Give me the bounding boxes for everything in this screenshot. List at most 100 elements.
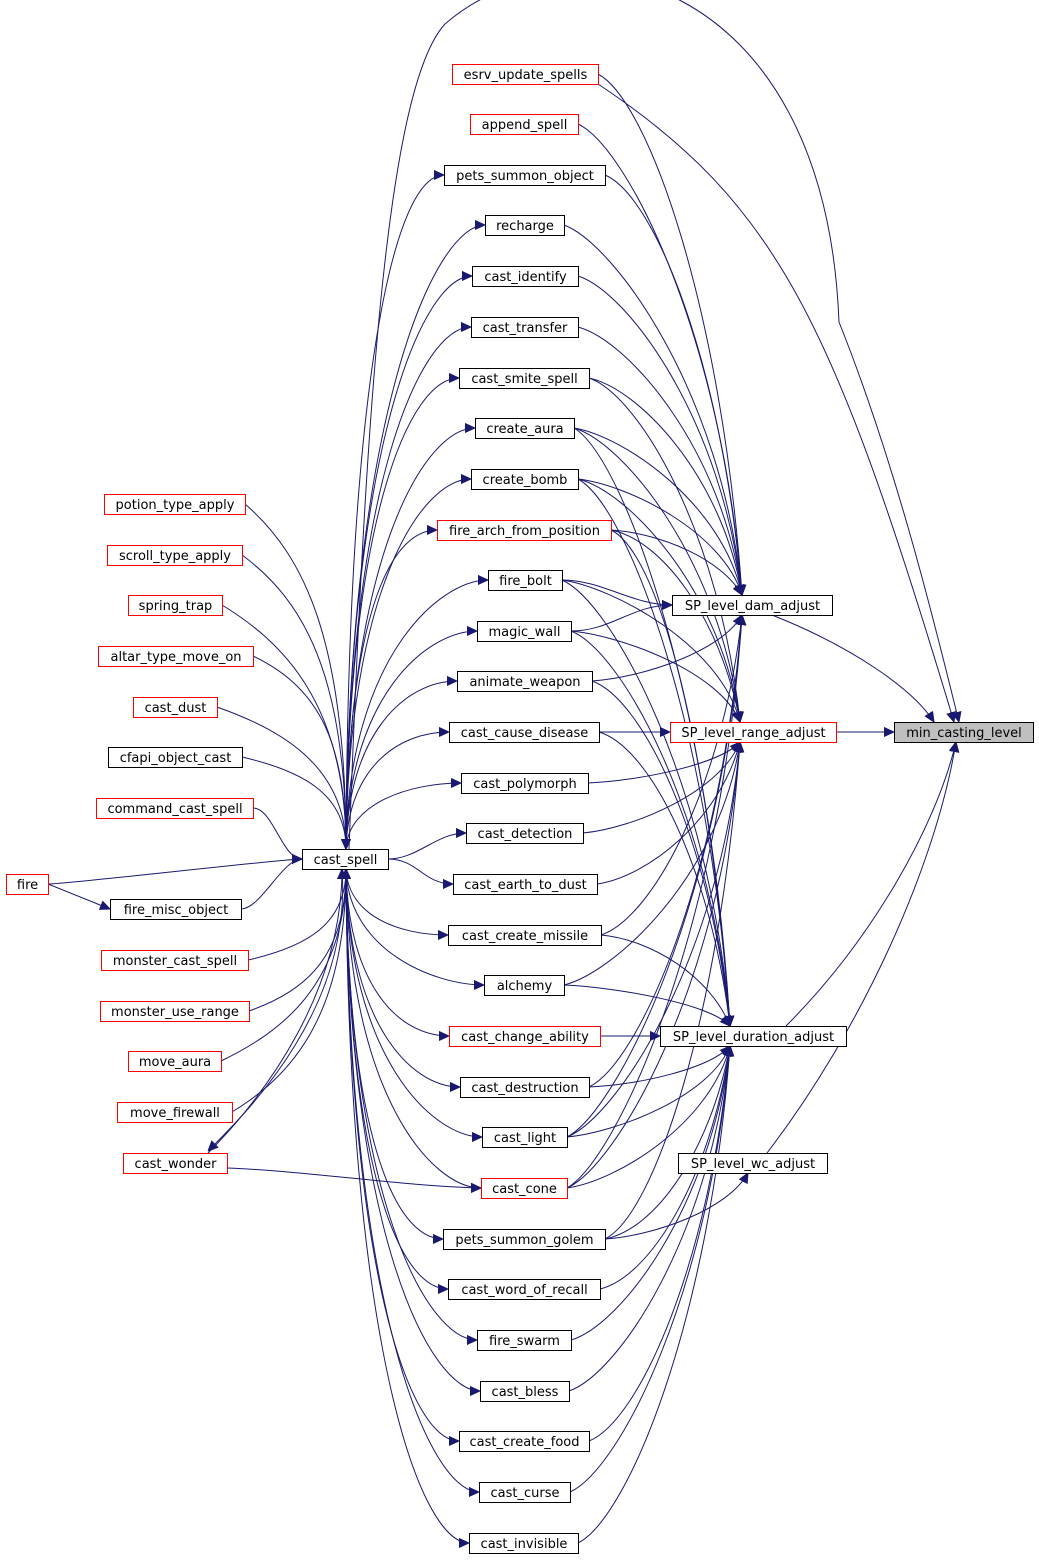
node-altar-type-move-on[interactable]: altar_type_move_on: [98, 646, 254, 667]
node-box: [479, 1482, 571, 1503]
node-cast-change-ability[interactable]: cast_change_ability: [449, 1026, 601, 1047]
edge-cast_spell-to-cast_wonder: [208, 868, 344, 1151]
node-move-aura[interactable]: move_aura: [128, 1051, 222, 1072]
node-create-bomb[interactable]: create_bomb: [471, 469, 579, 490]
edge-cast_dust-to-cast_spell: [216, 706, 346, 849]
node-box: [460, 1077, 590, 1098]
node-sp-level-dam-adjust[interactable]: SP_level_dam_adjust: [672, 595, 833, 616]
edge-fire-to-fire_misc_object: [47, 883, 110, 909]
edge-cast_identify-to-SP_level_dam_adjust: [577, 275, 742, 595]
node-box: [472, 266, 579, 287]
edge-cast_spell-to-cast_transfer: [345, 327, 471, 850]
node-sp-level-wc-adjust[interactable]: SP_level_wc_adjust: [678, 1153, 828, 1174]
node-box: [459, 1431, 590, 1452]
node-cast-word-of-recall[interactable]: cast_word_of_recall: [448, 1279, 601, 1300]
edge-cast_earth_to_dust-to-SP_level_range_adjust: [596, 742, 740, 885]
node-cast-curse[interactable]: cast_curse: [479, 1482, 571, 1503]
node-cast-destruction[interactable]: cast_destruction: [460, 1077, 590, 1098]
node-cast-polymorph[interactable]: cast_polymorph: [461, 773, 589, 794]
node-cast-invisible[interactable]: cast_invisible: [469, 1533, 579, 1554]
edge-cast_spell-to-cast_light: [345, 868, 482, 1137]
edge-pets_summon_golem-to-SP_level_range_adjust: [604, 742, 740, 1240]
node-label: scroll_type_apply: [119, 549, 231, 564]
node-cast-create-food[interactable]: cast_create_food: [459, 1431, 590, 1452]
node-label: cast_wonder: [135, 1157, 218, 1172]
node-label: altar_type_move_on: [110, 650, 241, 665]
node-box: [660, 1026, 847, 1047]
node-cast-cause-disease[interactable]: cast_cause_disease: [449, 722, 600, 743]
node-label: SP_level_duration_adjust: [673, 1030, 834, 1045]
node-box: [110, 899, 242, 920]
edge-cast_cause_disease-to-SP_level_duration_adjust: [598, 731, 730, 1026]
edge-cast_spell-to-cast_destruction: [345, 868, 460, 1087]
edge-create_bomb-to-SP_level_duration_adjust: [577, 478, 730, 1026]
node-label: create_aura: [486, 422, 563, 437]
node-cast-identify[interactable]: cast_identify: [472, 266, 579, 287]
node-sp-level-duration-adjust[interactable]: SP_level_duration_adjust: [660, 1026, 847, 1047]
node-esrv-update-spells[interactable]: esrv_update_spells: [452, 64, 599, 85]
node-fire-misc-object[interactable]: fire_misc_object: [110, 899, 242, 920]
node-cast-smite-spell[interactable]: cast_smite_spell: [459, 368, 590, 389]
node-fire[interactable]: fire: [6, 874, 49, 895]
edges-layer: [47, 0, 959, 1543]
node-cast-cone[interactable]: cast_cone: [481, 1178, 568, 1199]
node-cast-transfer[interactable]: cast_transfer: [471, 317, 579, 338]
edge-cast_light-to-SP_level_duration_adjust: [566, 1046, 730, 1138]
node-monster-use-range[interactable]: monster_use_range: [100, 1001, 250, 1022]
node-scroll-type-apply[interactable]: scroll_type_apply: [107, 545, 243, 566]
node-sp-level-range-adjust[interactable]: SP_level_range_adjust: [670, 722, 837, 743]
edge-animate_weapon-to-SP_level_duration_adjust: [591, 680, 730, 1026]
node-cast-wonder[interactable]: cast_wonder: [123, 1153, 228, 1174]
node-box: [488, 570, 563, 591]
edge-magic_wall-to-SP_level_range_adjust: [570, 630, 740, 722]
node-spring-trap[interactable]: spring_trap: [128, 595, 223, 616]
node-label: cast_create_food: [470, 1435, 580, 1450]
node-cast-spell[interactable]: cast_spell: [302, 849, 389, 870]
node-box: [6, 874, 49, 895]
node-fire-bolt[interactable]: fire_bolt: [488, 570, 563, 591]
node-cast-earth-to-dust[interactable]: cast_earth_to_dust: [453, 874, 598, 895]
edge-cast_smite_spell-to-SP_level_dam_adjust: [588, 377, 742, 595]
node-label: fire_bolt: [499, 574, 552, 589]
node-box: [485, 215, 565, 236]
node-command-cast-spell[interactable]: command_cast_spell: [96, 798, 254, 819]
edge-cast_spell-to-magic_wall: [345, 631, 477, 850]
node-cast-create-missile[interactable]: cast_create_missile: [448, 925, 602, 946]
node-fire-swarm[interactable]: fire_swarm: [477, 1330, 572, 1351]
node-monster-cast-spell[interactable]: monster_cast_spell: [101, 950, 249, 971]
node-alchemy[interactable]: alchemy: [484, 975, 565, 996]
edge-cast_spell-to-cast_cone: [345, 868, 481, 1188]
node-fire-arch-from-position[interactable]: fire_arch_from_position: [437, 520, 612, 541]
node-cfapi-object-cast[interactable]: cfapi_object_cast: [108, 747, 243, 768]
node-box: [470, 114, 579, 135]
node-cast-dust[interactable]: cast_dust: [133, 697, 218, 718]
node-magic-wall[interactable]: magic_wall: [477, 621, 572, 642]
node-label: cast_earth_to_dust: [464, 878, 587, 893]
edge-cast_spell-to-fire_arch_from_position: [345, 530, 437, 850]
node-pets-summon-object[interactable]: pets_summon_object: [444, 165, 606, 186]
edge-altar_type_move_on-to-cast_spell: [252, 655, 346, 849]
node-potion-type-apply[interactable]: potion_type_apply: [104, 494, 246, 515]
node-recharge[interactable]: recharge: [485, 215, 565, 236]
node-cast-bless[interactable]: cast_bless: [480, 1381, 570, 1402]
node-move-firewall[interactable]: move_firewall: [117, 1102, 233, 1123]
node-box: [453, 874, 598, 895]
node-animate-weapon[interactable]: animate_weapon: [457, 671, 593, 692]
node-create-aura[interactable]: create_aura: [475, 418, 575, 439]
node-label: cast_polymorph: [473, 777, 576, 792]
edge-cast_wonder-to-cast_cone: [226, 1167, 481, 1188]
node-box: [123, 1153, 228, 1174]
node-label: move_aura: [139, 1055, 211, 1070]
node-box: [444, 165, 606, 186]
edge-SP_level_dam_adjust-to-min_casting_level: [771, 614, 934, 722]
node-box: [98, 646, 254, 667]
node-label: cast_create_missile: [462, 929, 588, 944]
edge-cast_spell-to-pets_summon_golem: [345, 868, 443, 1239]
node-pets-summon-golem[interactable]: pets_summon_golem: [443, 1229, 606, 1250]
edge-cast_wonder-to-cast_spell: [207, 869, 342, 1154]
node-append-spell[interactable]: append_spell: [470, 114, 579, 135]
node-label: recharge: [496, 219, 554, 234]
edge-move_aura-to-cast_spell: [220, 869, 346, 1062]
node-cast-detection[interactable]: cast_detection: [466, 823, 584, 844]
node-cast-light[interactable]: cast_light: [482, 1127, 568, 1148]
